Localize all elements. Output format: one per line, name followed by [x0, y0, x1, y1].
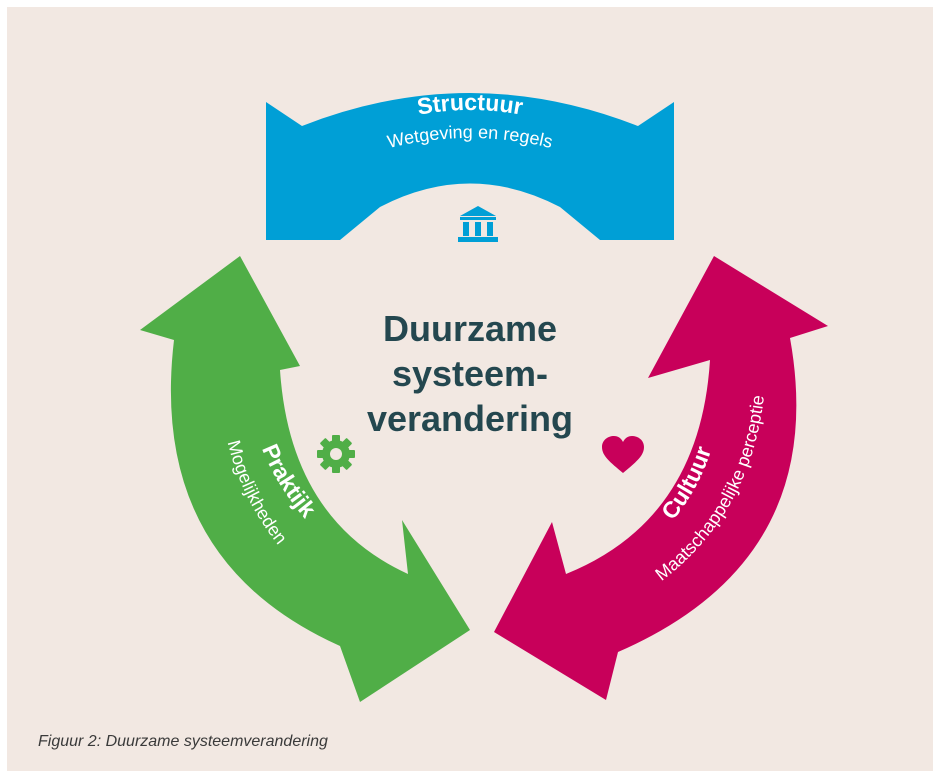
structuur-arrow: Structuur Wetgeving en regels [266, 89, 674, 240]
government-building-icon [458, 206, 498, 242]
heart-icon [602, 436, 644, 473]
praktijk-arrow-shape [140, 256, 470, 702]
cultuur-arrow: Cultuur Maatschappelijke perceptie [494, 256, 828, 700]
figure-caption: Figuur 2: Duurzame systeemverandering [38, 733, 328, 750]
structuur-arrow-shape [266, 93, 674, 240]
center-title-line2: systeem- [391, 353, 549, 394]
cultuur-arrow-shape [494, 256, 828, 700]
svg-text:Structuur: Structuur [415, 89, 525, 120]
center-title: Duurzame systeem- verandering [300, 306, 640, 441]
center-title-line3: verandering [366, 398, 574, 439]
structuur-title: Structuur [415, 89, 525, 120]
gear-icon [317, 435, 355, 473]
center-title-line1: Duurzame [382, 308, 558, 349]
